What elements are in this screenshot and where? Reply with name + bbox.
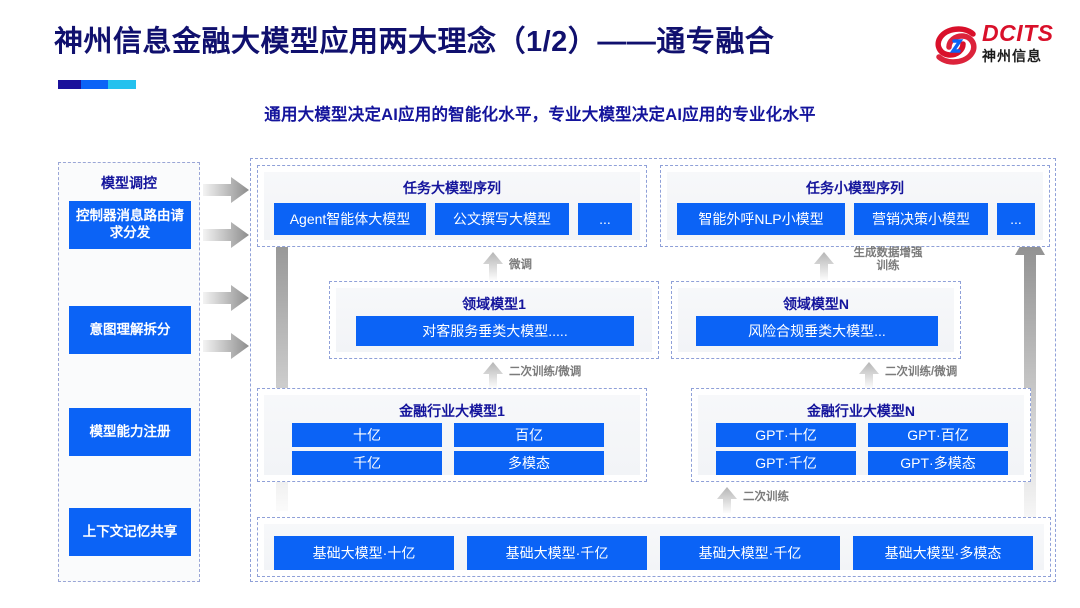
arrow-label-retrain-left: 二次训练/微调 [509,366,582,378]
company-logo: DCITS 神州信息 [934,20,1066,76]
domain-group-n: 领域模型N 风险合规垂类大模型... [671,281,961,359]
up-arrow-icon-left-tall [267,211,297,511]
control-panel-title: 模型调控 [101,175,157,191]
control-item-registry[interactable]: 模型能力注册 [69,408,191,456]
architecture-panel: 任务大模型序列 Agent智能体大模型 公文撰写大模型 ... 任务小模型序列 … [250,158,1056,582]
arrow-label-fine-tune: 微调 [509,259,532,271]
task-box-marketing[interactable]: 营销决策小模型 [854,203,988,235]
task-group-small: 任务小模型序列 智能外呼NLP小模型 营销决策小模型 ... [660,165,1050,247]
arrow-label-retrain-right: 二次训练/微调 [885,366,958,378]
right-arrow-icon-4 [203,333,249,359]
task-box-doc-writing[interactable]: 公文撰写大模型 [435,203,569,235]
control-item-intent[interactable]: 意图理解拆分 [69,306,191,354]
industry-group-1-title: 金融行业大模型1 [399,403,505,419]
arrow-label-data-aug: 生成数据增强 训练 [853,247,923,273]
industry-box-gpt-1b[interactable]: GPT·十亿 [716,423,856,447]
logo-cn-text: 神州信息 [982,48,1042,64]
right-arrow-icon-1 [203,177,249,203]
industry-box-gpt-multimodal[interactable]: GPT·多模态 [868,451,1008,475]
up-arrow-icon-retrain-base [717,487,737,513]
base-box-multimodal[interactable]: 基础大模型·多模态 [853,536,1033,570]
accent-segment-1 [58,80,82,89]
base-group: 基础大模型·十亿 基础大模型·千亿 基础大模型·千亿 基础大模型·多模态 [257,517,1051,577]
domain-group-1-title: 领域模型1 [462,296,526,312]
logo-text: DCITS 神州信息 [982,20,1054,64]
task-group-large-title: 任务大模型序列 [403,180,501,196]
domain-group-1: 领域模型1 对客服务垂类大模型..... [329,281,659,359]
task-group-small-title: 任务小模型序列 [806,180,904,196]
control-item-context[interactable]: 上下文记忆共享 [69,508,191,556]
control-item-router[interactable]: 控制器消息路由请求分发 [69,201,191,249]
up-arrow-icon-fine-tune [483,252,503,280]
right-arrow-icon-3 [203,285,249,311]
industry-box-gpt-10b[interactable]: GPT·百亿 [868,423,1008,447]
up-arrow-icon-retrain-right [859,362,879,388]
page-title: 神州信息金融大模型应用两大理念（1/2）——通专融合 [54,26,775,58]
industry-box-gpt-100b[interactable]: GPT·千亿 [716,451,856,475]
domain-group-n-title: 领域模型N [782,296,850,312]
logo-en-text: DCITS [982,20,1054,46]
up-arrow-icon-right-tall [1015,229,1045,529]
industry-box-1b[interactable]: 十亿 [292,423,442,447]
task-box-more-small[interactable]: ... [997,203,1035,235]
task-box-nlp-outbound[interactable]: 智能外呼NLP小模型 [677,203,845,235]
page-subtitle: 通用大模型决定AI应用的智能化水平，专业大模型决定AI应用的专业化水平 [264,106,816,124]
task-box-more-large[interactable]: ... [578,203,632,235]
task-box-agent[interactable]: Agent智能体大模型 [274,203,426,235]
accent-bar [58,80,136,89]
accent-segment-3 [107,80,136,89]
base-box-100b-b[interactable]: 基础大模型·千亿 [660,536,840,570]
task-group-large: 任务大模型序列 Agent智能体大模型 公文撰写大模型 ... [257,165,647,247]
industry-group-n-title: 金融行业大模型N [806,403,916,419]
right-arrow-icon-2 [203,222,249,248]
up-arrow-icon-retrain-left [483,362,503,388]
accent-segment-2 [81,80,108,89]
up-arrow-icon-data-aug [814,252,834,280]
industry-group-1: 金融行业大模型1 十亿 百亿 千亿 多模态 [257,388,647,482]
industry-box-100b[interactable]: 千亿 [292,451,442,475]
dcits-swirl-icon [935,26,977,65]
control-panel: 模型调控 控制器消息路由请求分发 意图理解拆分 模型能力注册 上下文记忆共享 [58,162,200,582]
base-box-1b[interactable]: 基础大模型·十亿 [274,536,454,570]
domain-box-risk-compliance[interactable]: 风险合规垂类大模型... [696,316,938,346]
arrow-label-retrain-base: 二次训练 [743,491,789,503]
domain-box-customer-service[interactable]: 对客服务垂类大模型..... [356,316,634,346]
industry-box-10b[interactable]: 百亿 [454,423,604,447]
industry-box-multimodal[interactable]: 多模态 [454,451,604,475]
base-box-100b-a[interactable]: 基础大模型·千亿 [467,536,647,570]
industry-group-n: 金融行业大模型N GPT·十亿 GPT·百亿 GPT·千亿 GPT·多模态 [691,388,1031,482]
